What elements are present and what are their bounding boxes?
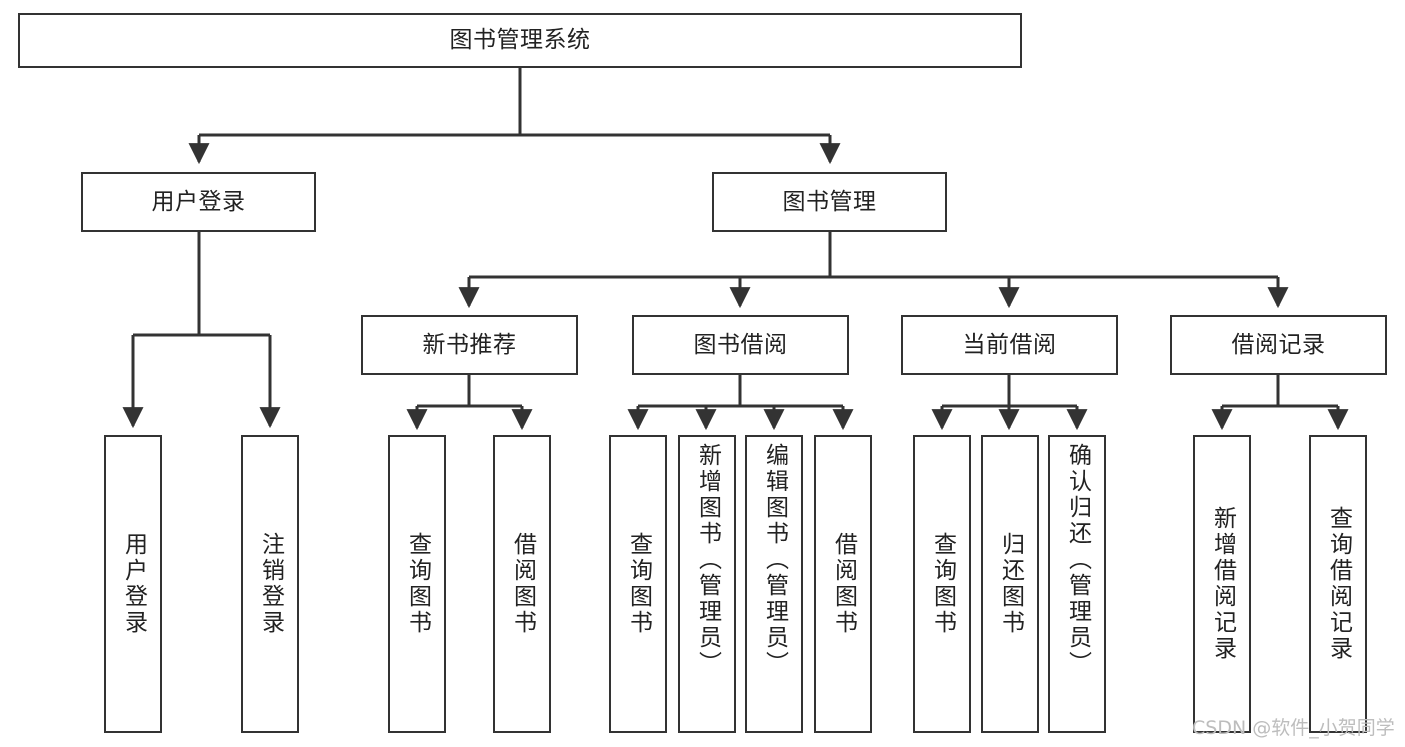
node-label: 查询图书 <box>404 532 431 636</box>
node-label: 新增借阅记录 <box>1209 506 1236 662</box>
node-leaf-borrow-book-2[interactable]: 借阅图书 <box>814 435 872 733</box>
node-leaf-add-book[interactable]: 新增图书（管理员） <box>678 435 736 733</box>
node-leaf-return-book[interactable]: 归还图书 <box>981 435 1039 733</box>
node-book-borrow[interactable]: 图书借阅 <box>632 315 849 375</box>
node-current-borrow[interactable]: 当前借阅 <box>901 315 1118 375</box>
node-leaf-query-borrow-record[interactable]: 查询借阅记录 <box>1309 435 1367 733</box>
node-label: 注销登录 <box>257 532 284 636</box>
node-label: 用户登录 <box>120 532 147 636</box>
node-label: 查询借阅记录 <box>1325 506 1352 662</box>
node-label: 查询图书 <box>625 532 652 636</box>
node-label: 确认归还（管理员） <box>1064 443 1091 677</box>
node-leaf-user-login[interactable]: 用户登录 <box>104 435 162 733</box>
node-leaf-query-book-1[interactable]: 查询图书 <box>388 435 446 733</box>
node-label: 图书借阅 <box>693 331 788 358</box>
node-leaf-edit-book[interactable]: 编辑图书（管理员） <box>745 435 803 733</box>
node-label: 图书管理系统 <box>449 27 591 54</box>
node-leaf-query-book-3[interactable]: 查询图书 <box>913 435 971 733</box>
node-leaf-borrow-book-1[interactable]: 借阅图书 <box>493 435 551 733</box>
node-label: 借阅图书 <box>509 532 536 636</box>
node-borrow-record[interactable]: 借阅记录 <box>1170 315 1387 375</box>
node-user-login[interactable]: 用户登录 <box>81 172 316 232</box>
node-label: 用户登录 <box>151 188 246 215</box>
node-leaf-user-logout[interactable]: 注销登录 <box>241 435 299 733</box>
node-root-system[interactable]: 图书管理系统 <box>18 13 1022 68</box>
node-label: 借阅图书 <box>830 532 857 636</box>
node-label: 编辑图书（管理员） <box>761 443 788 677</box>
node-label: 借阅记录 <box>1231 331 1326 358</box>
node-book-manage[interactable]: 图书管理 <box>712 172 947 232</box>
node-leaf-confirm-return[interactable]: 确认归还（管理员） <box>1048 435 1106 733</box>
node-leaf-query-book-2[interactable]: 查询图书 <box>609 435 667 733</box>
node-label: 新增图书（管理员） <box>694 443 721 677</box>
node-new-book-recommend[interactable]: 新书推荐 <box>361 315 578 375</box>
csdn-watermark: CSDN @软件_小贺同学 <box>1192 717 1395 739</box>
node-leaf-add-borrow-record[interactable]: 新增借阅记录 <box>1193 435 1251 733</box>
node-label: 归还图书 <box>997 532 1024 636</box>
node-label: 查询图书 <box>929 532 956 636</box>
node-label: 图书管理 <box>782 188 877 215</box>
node-label: 当前借阅 <box>962 331 1057 358</box>
node-label: 新书推荐 <box>422 331 517 358</box>
